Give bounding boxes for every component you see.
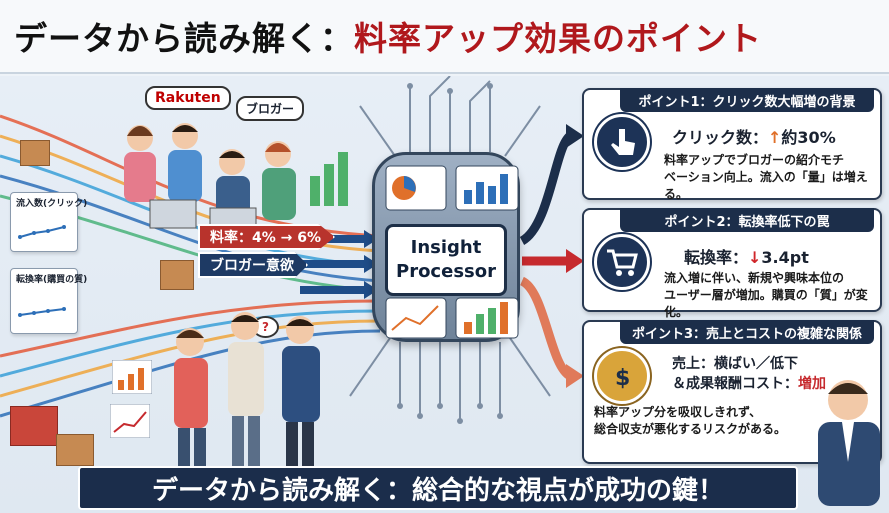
crate-1 (20, 140, 50, 166)
rising-line-icon (18, 225, 66, 239)
sales-line: 売上：横ばい／低下 (672, 356, 798, 372)
cost-line: ＆成果報酬コスト：増加 (672, 374, 826, 394)
title-part-1: データから読み解く： (14, 19, 354, 58)
point-3-text-line-1: 料率アップ分を吸収しきれず、 (594, 405, 762, 419)
line-chart-icon (110, 404, 150, 438)
bar-chart-icon (112, 360, 152, 394)
point-3-text: 料率アップ分を吸収しきれず、 総合収支が悪化するリスクがある。 (594, 404, 786, 438)
cost-increase: 増加 (798, 376, 826, 392)
processor-line-1: Insight (410, 237, 482, 258)
illustration-scene: 流入数(クリック) 転換率(購買の質) Rakuten ブロガー ? (0, 76, 889, 513)
processor-line-2: Processor (396, 261, 496, 282)
point-1-text: 料率アップでブロガーの紹介モチ ベーション向上。流入の「量」は増える。 (664, 152, 880, 203)
rakuten-label: Rakuten (155, 90, 221, 106)
conversion-value: 3.4pt (761, 248, 809, 267)
motivation-label: ブロガー意欲 (210, 258, 294, 274)
conclusion-banner: データから読み解く：総合的な視点が成功の鍵！ (78, 466, 798, 510)
point-3-metric: 売上：横ばい／低下 ＆成果報酬コスト：増加 (672, 354, 826, 394)
insight-processor-label: Insight Processor (385, 224, 507, 296)
conversion-quality-card: 転換率(購買の質) (10, 268, 88, 334)
conversion-label: 転換率： (684, 248, 749, 267)
title-part-2: 料率アップ効果のポイント (354, 19, 762, 58)
down-arrow: ↓ (748, 248, 762, 267)
crate-3 (10, 406, 58, 446)
money-bag-icon: $ (594, 348, 650, 404)
crate-4 (56, 434, 94, 466)
shopping-cart-icon (594, 234, 650, 290)
point-3-header: ポイント3：売上とコストの複雑な関係 (620, 320, 874, 344)
point-2-header: ポイント2：転換率低下の罠 (620, 208, 874, 232)
worried-man-illustration (818, 380, 880, 506)
confused-users-illustration (174, 312, 320, 478)
svg-text:$: $ (615, 366, 630, 391)
point-1-panel: ポイント1：クリック数大幅増の背景 クリック数：↑約30% 料率アップでブロガー… (582, 88, 882, 203)
point-2-text: 流入増に伴い、新規や興味本位の ユーザー層が増加。購買の「質」が変化。 (664, 270, 880, 321)
point-1-header: ポイント1：クリック数大幅増の背景 (620, 88, 874, 112)
point-1-text-line-2: ベーション向上。流入の「量」は増える。 (664, 170, 868, 201)
click-label: クリック数： (672, 128, 769, 147)
trend-line-icon (18, 307, 66, 317)
rate-change-label: 料率：4% → 6% (210, 230, 322, 246)
click-inflow-card: 流入数(クリック) (10, 192, 88, 252)
point-2-text-line-1: 流入増に伴い、新規や興味本位の (664, 271, 845, 285)
flow-lines (0, 76, 584, 424)
motivation-tag: ブロガー意欲 (198, 252, 308, 278)
click-value: 約30% (781, 128, 836, 147)
point-2-text-line-2: ユーザー層が増加。購買の「質」が変化。 (664, 288, 868, 319)
page-title: データから読み解く：料率アップ効果のポイント (0, 0, 889, 74)
point-3-text-line-2: 総合収支が悪化するリスクがある。 (594, 422, 787, 436)
point-2-panel: ポイント2：転換率低下の罠 転換率：↓3.4pt 流入増に伴い、新規や興味本位の… (582, 208, 882, 319)
blogger-label: ブロガー (246, 102, 295, 116)
rakuten-bubble: Rakuten (145, 86, 231, 110)
point-1-text-line-1: 料率アップでブロガーの紹介モチ (664, 153, 845, 167)
up-arrow: ↑ (768, 128, 782, 147)
crate-2 (160, 260, 194, 290)
point-2-metric: 転換率：↓3.4pt (684, 244, 809, 268)
blogger-bubble: ブロガー (236, 96, 305, 121)
cost-label: ＆成果報酬コスト： (672, 376, 798, 392)
pointer-hand-icon (594, 114, 650, 170)
click-inflow-label: 流入数(クリック) (16, 199, 88, 209)
rate-change-tag: 料率：4% → 6% (198, 224, 336, 250)
bloggers-group-illustration (124, 123, 348, 233)
question-mark: ? (262, 320, 269, 334)
point-1-metric: クリック数：↑約30% (672, 124, 836, 148)
brain-top-charts (385, 165, 519, 211)
conversion-quality-label: 転換率(購買の質) (16, 275, 88, 285)
brain-bottom-charts (385, 297, 519, 339)
